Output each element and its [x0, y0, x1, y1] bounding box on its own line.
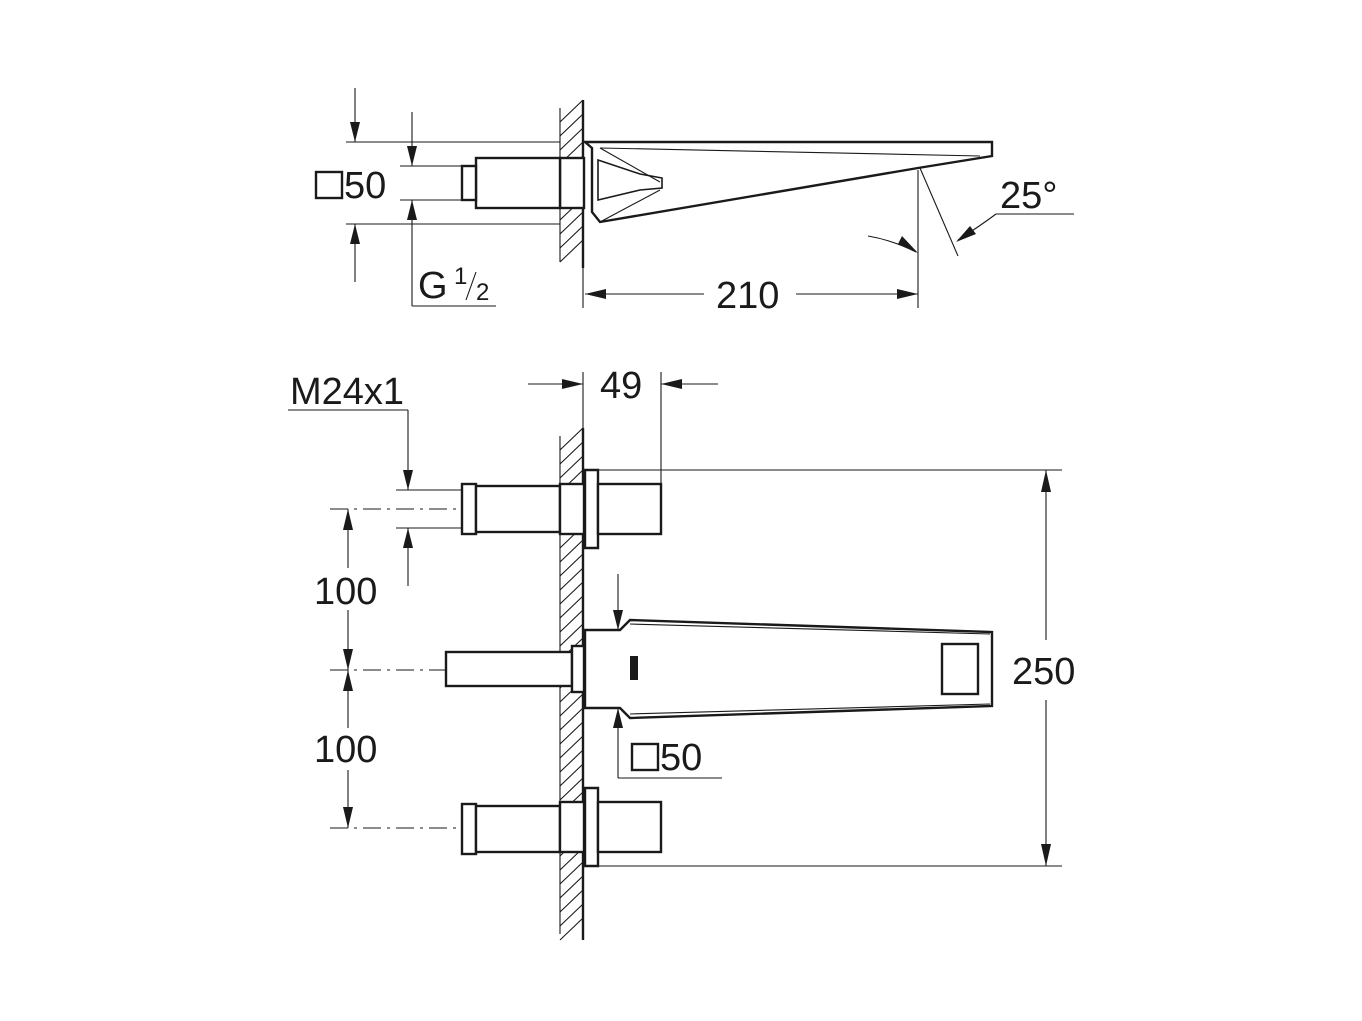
front-view: 49 M24x1 100 100	[288, 365, 1075, 941]
arrowhead-100-lower-bottom	[343, 807, 353, 828]
upper-rosette	[558, 482, 586, 536]
arrowhead-100-lower-top	[343, 670, 353, 691]
arrowhead-100-upper-bottom	[343, 649, 353, 670]
spout-inlet-pipe	[444, 650, 574, 688]
spout-logo-mark	[630, 656, 638, 680]
thread-frac-num: 1	[454, 263, 467, 290]
arrowhead-angle-right	[956, 226, 976, 242]
hatch-stroke	[559, 539, 584, 563]
hatch-stroke	[559, 735, 584, 759]
hatch-stroke	[559, 113, 584, 137]
hatch-stroke	[559, 917, 584, 941]
hatch-stroke	[559, 567, 584, 591]
hatch-stroke	[559, 239, 584, 263]
top-square-size-label: 50	[344, 165, 386, 207]
thread-g-label: G	[418, 265, 448, 307]
hatch-stroke	[559, 721, 584, 745]
spacing-100-upper-label: 100	[314, 571, 377, 613]
thread-frac-den: 2	[476, 279, 489, 306]
spout-side-edge-1	[599, 147, 981, 157]
upper-handle	[596, 482, 663, 536]
arrowhead-210-left	[585, 289, 606, 299]
angle-line	[919, 167, 959, 257]
lower-flange	[583, 786, 600, 868]
thread-frac-slash	[465, 271, 477, 301]
lower-handle	[596, 800, 663, 854]
upper-flange	[583, 468, 600, 550]
valve-nut-side	[460, 164, 478, 202]
hatch-stroke	[559, 455, 584, 479]
square-symbol-spout-icon	[630, 742, 660, 772]
hatch-stroke	[559, 581, 584, 605]
arrowhead-49-left	[562, 379, 583, 389]
hatch-stroke	[559, 889, 584, 913]
offset-49-label: 49	[600, 365, 642, 407]
arrowhead-49-right	[661, 379, 682, 389]
arrowhead-spout-top	[613, 610, 623, 630]
spout-side-outline	[581, 140, 994, 224]
hatch-stroke	[559, 427, 584, 451]
hatch-stroke	[559, 441, 584, 465]
spout-inlet-plate	[570, 644, 586, 694]
hatch-stroke	[559, 609, 584, 633]
upper-valve-body	[474, 484, 562, 534]
hatch-stroke	[559, 749, 584, 773]
hatch-stroke	[559, 595, 584, 619]
hatch-stroke	[559, 861, 584, 885]
hatch-stroke	[559, 707, 584, 731]
hatch-stroke	[559, 763, 584, 787]
hatch-stroke	[559, 99, 584, 123]
bottom-square-size-label: 50	[660, 737, 702, 779]
hatch-stroke	[559, 875, 584, 899]
arrowhead-angle-left	[898, 236, 918, 253]
thread-m24-label: M24x1	[290, 371, 404, 413]
arrowhead-b	[350, 224, 360, 244]
arrowhead-250-top	[1041, 470, 1051, 492]
total-height-250-label: 250	[1012, 651, 1075, 693]
projection-210-label: 210	[716, 275, 779, 317]
rosette-side	[558, 156, 586, 210]
spout-front-outline	[583, 618, 994, 720]
upper-valve-nut	[460, 482, 478, 536]
hatch-stroke	[559, 623, 584, 647]
side-view: 50 G 1 2 210 25°	[314, 88, 1074, 317]
arrowhead-a	[350, 122, 360, 142]
hatch-stroke	[559, 693, 584, 717]
spout-outlet-aerator	[940, 642, 980, 696]
hatch-stroke	[559, 127, 584, 151]
arrowhead-210-right	[897, 289, 918, 299]
spout-side-inlet	[597, 158, 663, 202]
spout-front-upper-edge	[629, 623, 991, 635]
spout-front-lower-edge	[629, 703, 991, 715]
hatch-stroke	[559, 211, 584, 235]
spacing-100-lower-label: 100	[314, 729, 377, 771]
square-symbol-icon	[314, 170, 344, 200]
arrowhead-250-bottom	[1041, 844, 1051, 866]
arrowhead-d	[407, 200, 417, 220]
angle-25-label: 25°	[1000, 175, 1057, 217]
arrowhead-100-upper-top	[343, 509, 353, 530]
arrowhead-m24-bottom	[403, 528, 413, 548]
hatch-stroke	[559, 553, 584, 577]
arrowhead-spout-bottom	[613, 708, 623, 728]
hatch-stroke	[559, 777, 584, 801]
hatch-stroke	[559, 903, 584, 927]
lower-valve-body	[474, 804, 562, 854]
lower-valve-nut	[460, 802, 478, 856]
spout-side-edge-3	[599, 189, 661, 223]
arrowhead-c	[407, 146, 417, 166]
valve-body-side	[474, 156, 562, 210]
lower-rosette	[558, 800, 586, 854]
hatch-stroke	[559, 225, 584, 249]
arrowhead-m24-top	[403, 470, 413, 490]
spout-side-edge-2	[599, 147, 661, 183]
